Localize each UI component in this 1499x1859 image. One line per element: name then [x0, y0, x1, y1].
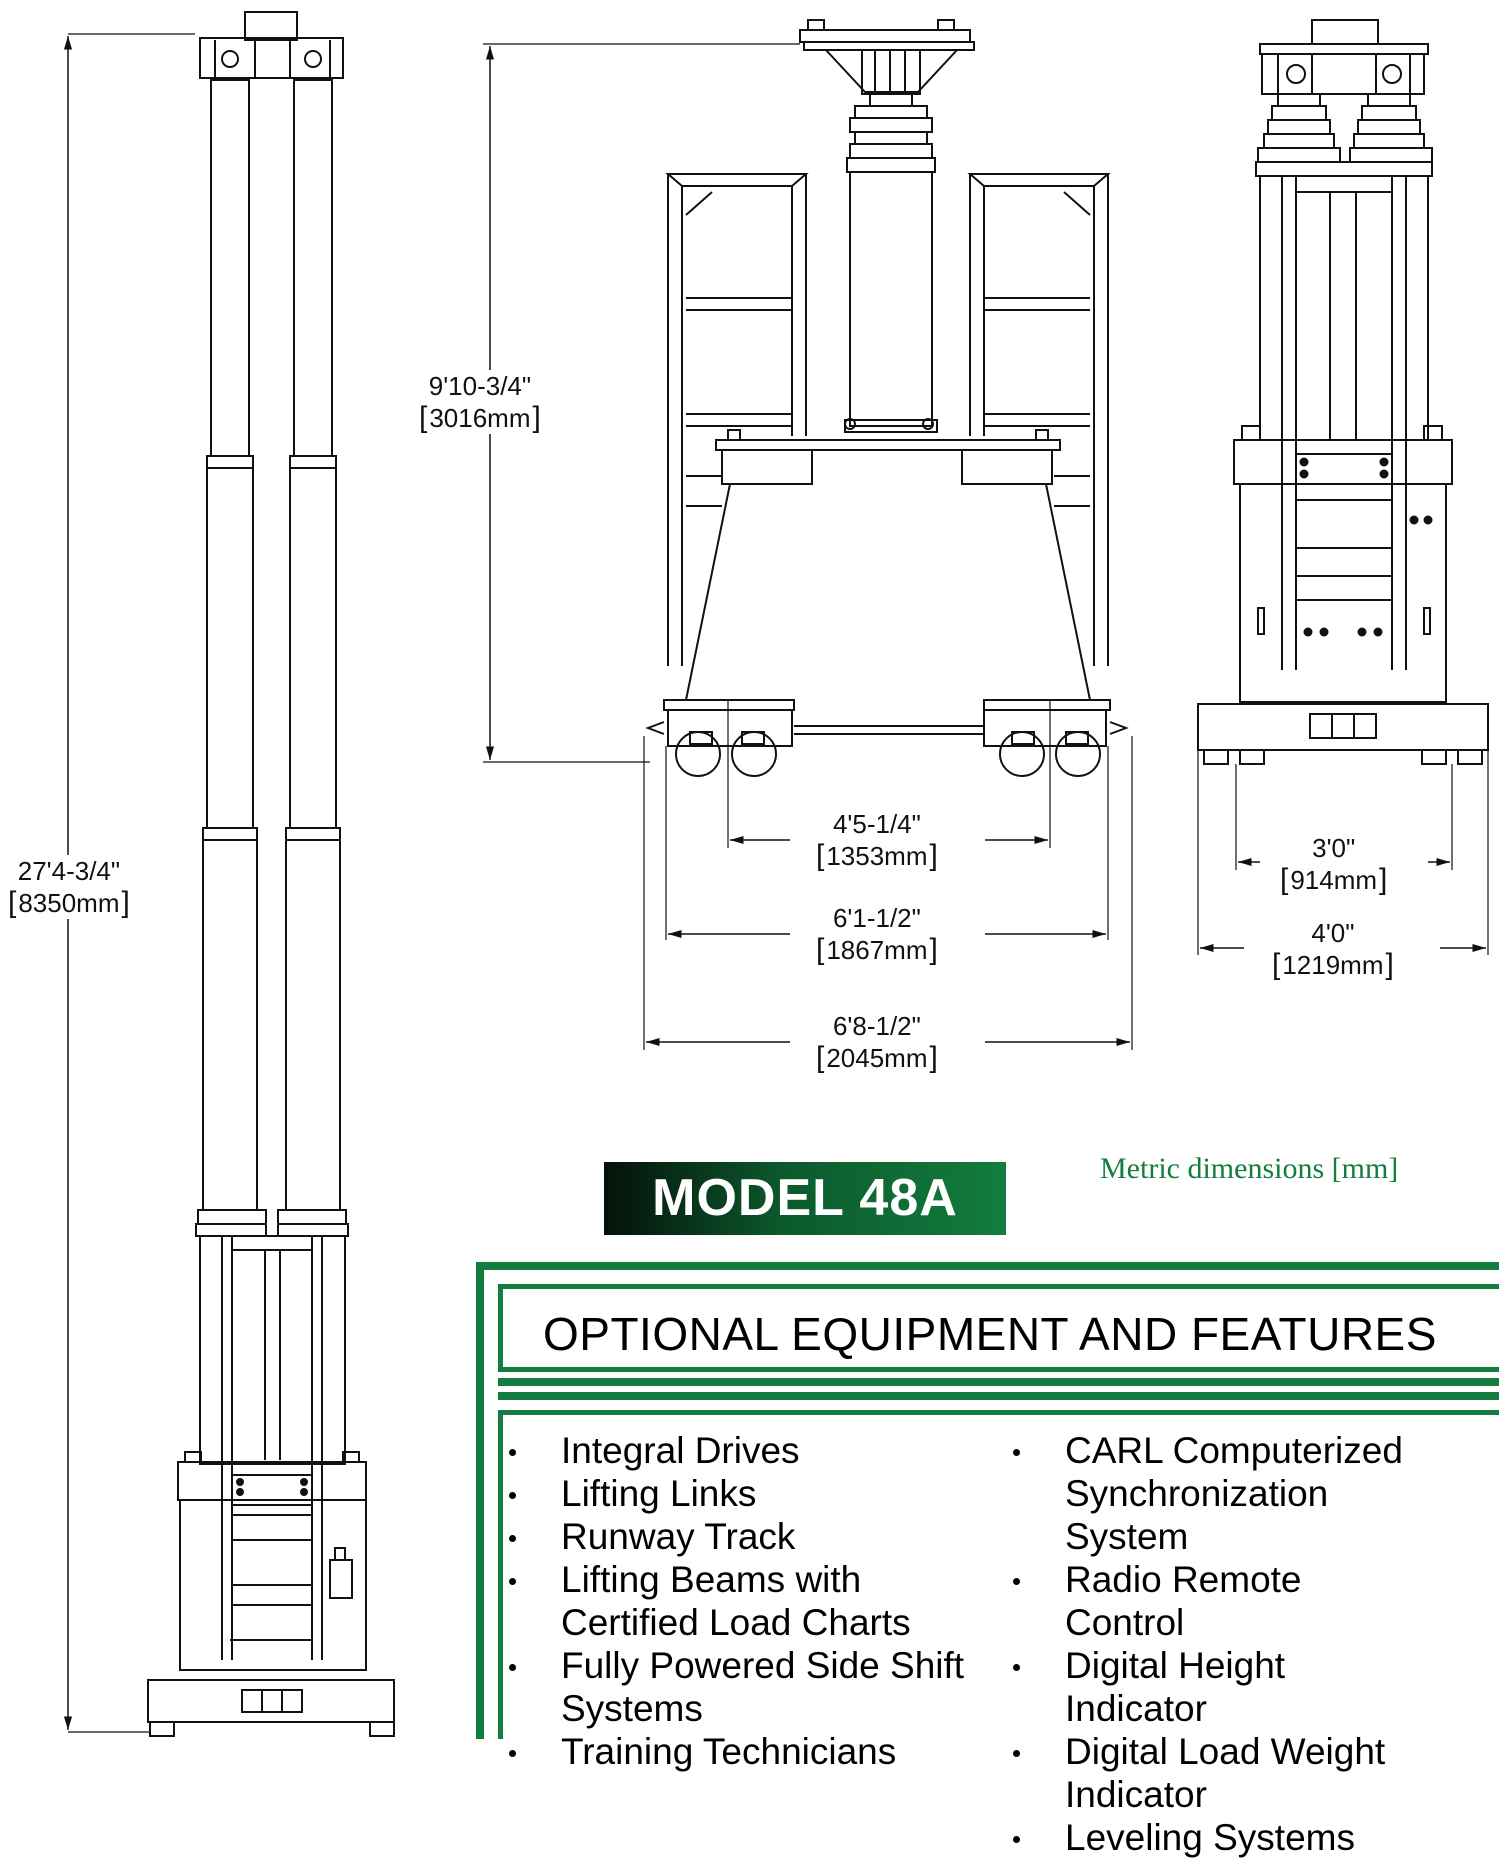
front-view: [483, 19, 1133, 1050]
dim-side-outer-width-imperial: 4'0": [1311, 918, 1355, 948]
feature-item: Digital Height Indicator: [1007, 1644, 1427, 1730]
feature-item: Radio Remote Control: [1007, 1558, 1427, 1644]
feature-item: Integral Drives: [503, 1429, 973, 1472]
model-badge: MODEL 48A: [604, 1162, 1006, 1235]
dim-outer-wheel-spacing-imperial: 6'1-1/2": [832, 903, 921, 933]
dim-inner-wheel-spacing: 4'5-1/4" 1353mm: [810, 808, 944, 872]
extended-gantry-view: [63, 11, 395, 1737]
dim-inner-wheel-spacing-imperial: 4'5-1/4": [832, 809, 921, 839]
dim-overall-height-metric: 8350mm: [8, 887, 130, 919]
dim-overall-width-metric: 2045mm: [816, 1042, 938, 1074]
features-title-box: OPTIONAL EQUIPMENT AND FEATURES: [498, 1284, 1499, 1372]
divider-band: [498, 1392, 1499, 1400]
dim-inner-wheel-spacing-metric: 1353mm: [816, 840, 938, 872]
technical-drawing: [63, 11, 1489, 1737]
dim-overall-width: 6'8-1/2" 2045mm: [810, 1010, 944, 1074]
dim-outer-wheel-spacing-metric: 1867mm: [816, 934, 938, 966]
metric-note: Metric dimensions [mm]: [1100, 1152, 1399, 1185]
feature-item: CARL Computerized Synchronization System: [1007, 1429, 1427, 1558]
dim-overall-height-imperial: 27'4-3/4": [17, 856, 121, 886]
features-left-column: Integral Drives Lifting Links Runway Tra…: [503, 1429, 973, 1773]
dim-side-inner-width-imperial: 3'0": [1312, 833, 1356, 863]
dim-side-inner-width: 3'0" 914mm: [1274, 832, 1394, 896]
feature-item: Lifting Beams with Certified Load Charts: [503, 1558, 973, 1644]
dim-lowered-height: 9'10-3/4" 3016mm: [413, 370, 547, 434]
dim-side-outer-width-metric: 1219mm: [1272, 949, 1394, 981]
dim-overall-height: 27'4-3/4" 8350mm: [2, 855, 136, 919]
divider-band: [498, 1378, 1499, 1386]
feature-item: Lifting Links: [503, 1472, 973, 1515]
feature-item: Training Technicians: [503, 1730, 973, 1773]
features-list-box: Integral Drives Lifting Links Runway Tra…: [498, 1410, 1499, 1858]
features-title: OPTIONAL EQUIPMENT AND FEATURES: [543, 1308, 1437, 1360]
feature-item: Leveling Systems: [1007, 1816, 1427, 1859]
side-view: [1197, 19, 1489, 955]
dim-lowered-height-imperial: 9'10-3/4": [428, 371, 532, 401]
features-right-column: CARL Computerized Synchronization System…: [1007, 1429, 1427, 1859]
features-panel: OPTIONAL EQUIPMENT AND FEATURES Integral…: [476, 1262, 1499, 1858]
dim-lowered-height-metric: 3016mm: [419, 402, 541, 434]
feature-item: Runway Track: [503, 1515, 973, 1558]
dim-side-outer-width: 4'0" 1219mm: [1266, 917, 1400, 981]
feature-item: Digital Load Weight Indicator: [1007, 1730, 1427, 1816]
dim-outer-wheel-spacing: 6'1-1/2" 1867mm: [810, 902, 944, 966]
feature-item: Fully Powered Side Shift Systems: [503, 1644, 973, 1730]
dim-overall-width-imperial: 6'8-1/2": [832, 1011, 921, 1041]
dim-side-inner-width-metric: 914mm: [1280, 864, 1387, 896]
